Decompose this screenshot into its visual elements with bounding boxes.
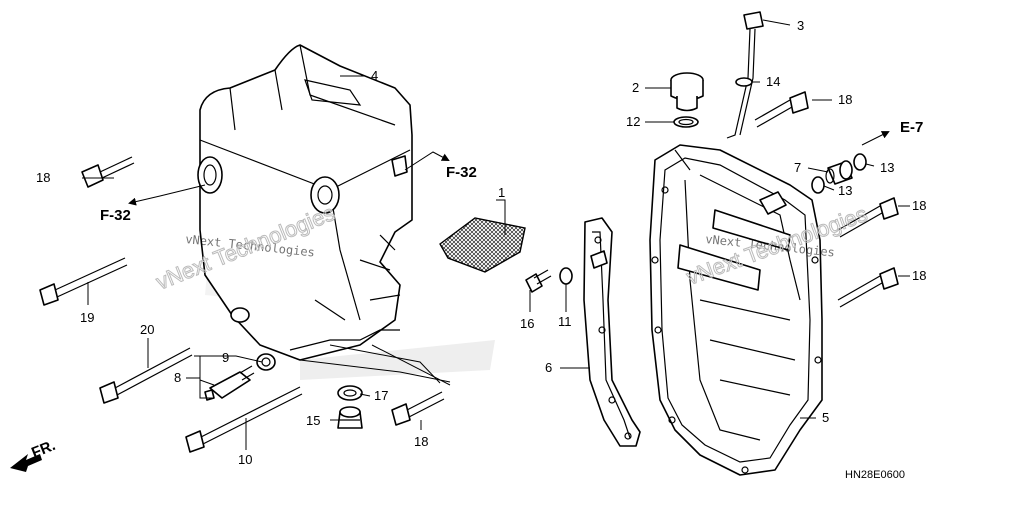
callout-9: 9 <box>222 350 229 365</box>
callout-18-right-top: 18 <box>838 92 852 107</box>
callout-17: 17 <box>374 388 388 403</box>
callout-7: 7 <box>794 160 801 175</box>
bolt-16 <box>525 269 552 293</box>
part-3-dipstick <box>726 11 764 139</box>
callout-18-left: 18 <box>36 170 50 185</box>
part-13-o-ring-b <box>811 176 825 194</box>
callout-20: 20 <box>140 322 154 337</box>
front-arrow-icon: FR. <box>10 437 58 472</box>
callout-8: 8 <box>174 370 181 385</box>
part-9-washer <box>256 353 276 371</box>
ref-e7: E-7 <box>900 119 923 136</box>
part-6-gasket <box>583 217 641 447</box>
part-11-washer <box>559 267 573 285</box>
bolt-18-right-middle <box>837 197 899 238</box>
bolt-20 <box>99 347 193 404</box>
callout-18-bottom: 18 <box>414 434 428 449</box>
callout-12: 12 <box>626 114 640 129</box>
callout-16: 16 <box>520 316 534 331</box>
callout-3: 3 <box>797 18 804 33</box>
callout-numbers: 1 2 3 4 5 6 7 8 9 10 11 12 13 13 14 15 1… <box>36 18 926 467</box>
bolt-10 <box>185 386 303 453</box>
callout-19: 19 <box>80 310 94 325</box>
ref-f32-right: F-32 <box>446 164 477 181</box>
callout-18-right-middle: 18 <box>912 198 926 213</box>
bolt-18-right-top <box>754 91 809 128</box>
reference-arrows <box>128 131 890 206</box>
part-8-sensor <box>204 365 255 401</box>
callout-10: 10 <box>238 452 252 467</box>
callout-13-bottom: 13 <box>838 183 852 198</box>
part-13-o-ring-a <box>853 153 867 171</box>
part-15-drain-plug <box>337 406 363 429</box>
part-17-washer <box>337 385 363 401</box>
bolt-18-left-top <box>81 156 135 188</box>
callout-6: 6 <box>545 360 552 375</box>
callout-11: 11 <box>558 314 572 329</box>
part-4-cover <box>197 44 413 361</box>
leader-lines <box>82 19 910 450</box>
part-5-case <box>649 144 823 476</box>
callout-15: 15 <box>306 413 320 428</box>
callout-18-right-lower: 18 <box>912 268 926 283</box>
bolt-18-right-lower <box>837 267 899 308</box>
bolt-18-bottom <box>391 391 445 426</box>
part-1-strainer <box>439 217 526 273</box>
part-12-o-ring <box>673 116 699 128</box>
bolt-19 <box>39 257 128 306</box>
bolt-joint-dowel <box>590 250 608 269</box>
part-14-o-ring <box>735 77 753 87</box>
part-2-filler-cap <box>670 72 704 112</box>
diagram-code: HN28E0600 <box>845 469 905 481</box>
callout-5: 5 <box>822 410 829 425</box>
part-7-seal <box>825 160 853 185</box>
callout-1: 1 <box>498 185 505 200</box>
callout-4: 4 <box>371 68 378 83</box>
callout-14: 14 <box>766 74 780 89</box>
front-label: FR. <box>29 437 58 462</box>
callout-2: 2 <box>632 80 639 95</box>
ref-f32-left: F-32 <box>100 207 131 224</box>
callout-13-top: 13 <box>880 160 894 175</box>
